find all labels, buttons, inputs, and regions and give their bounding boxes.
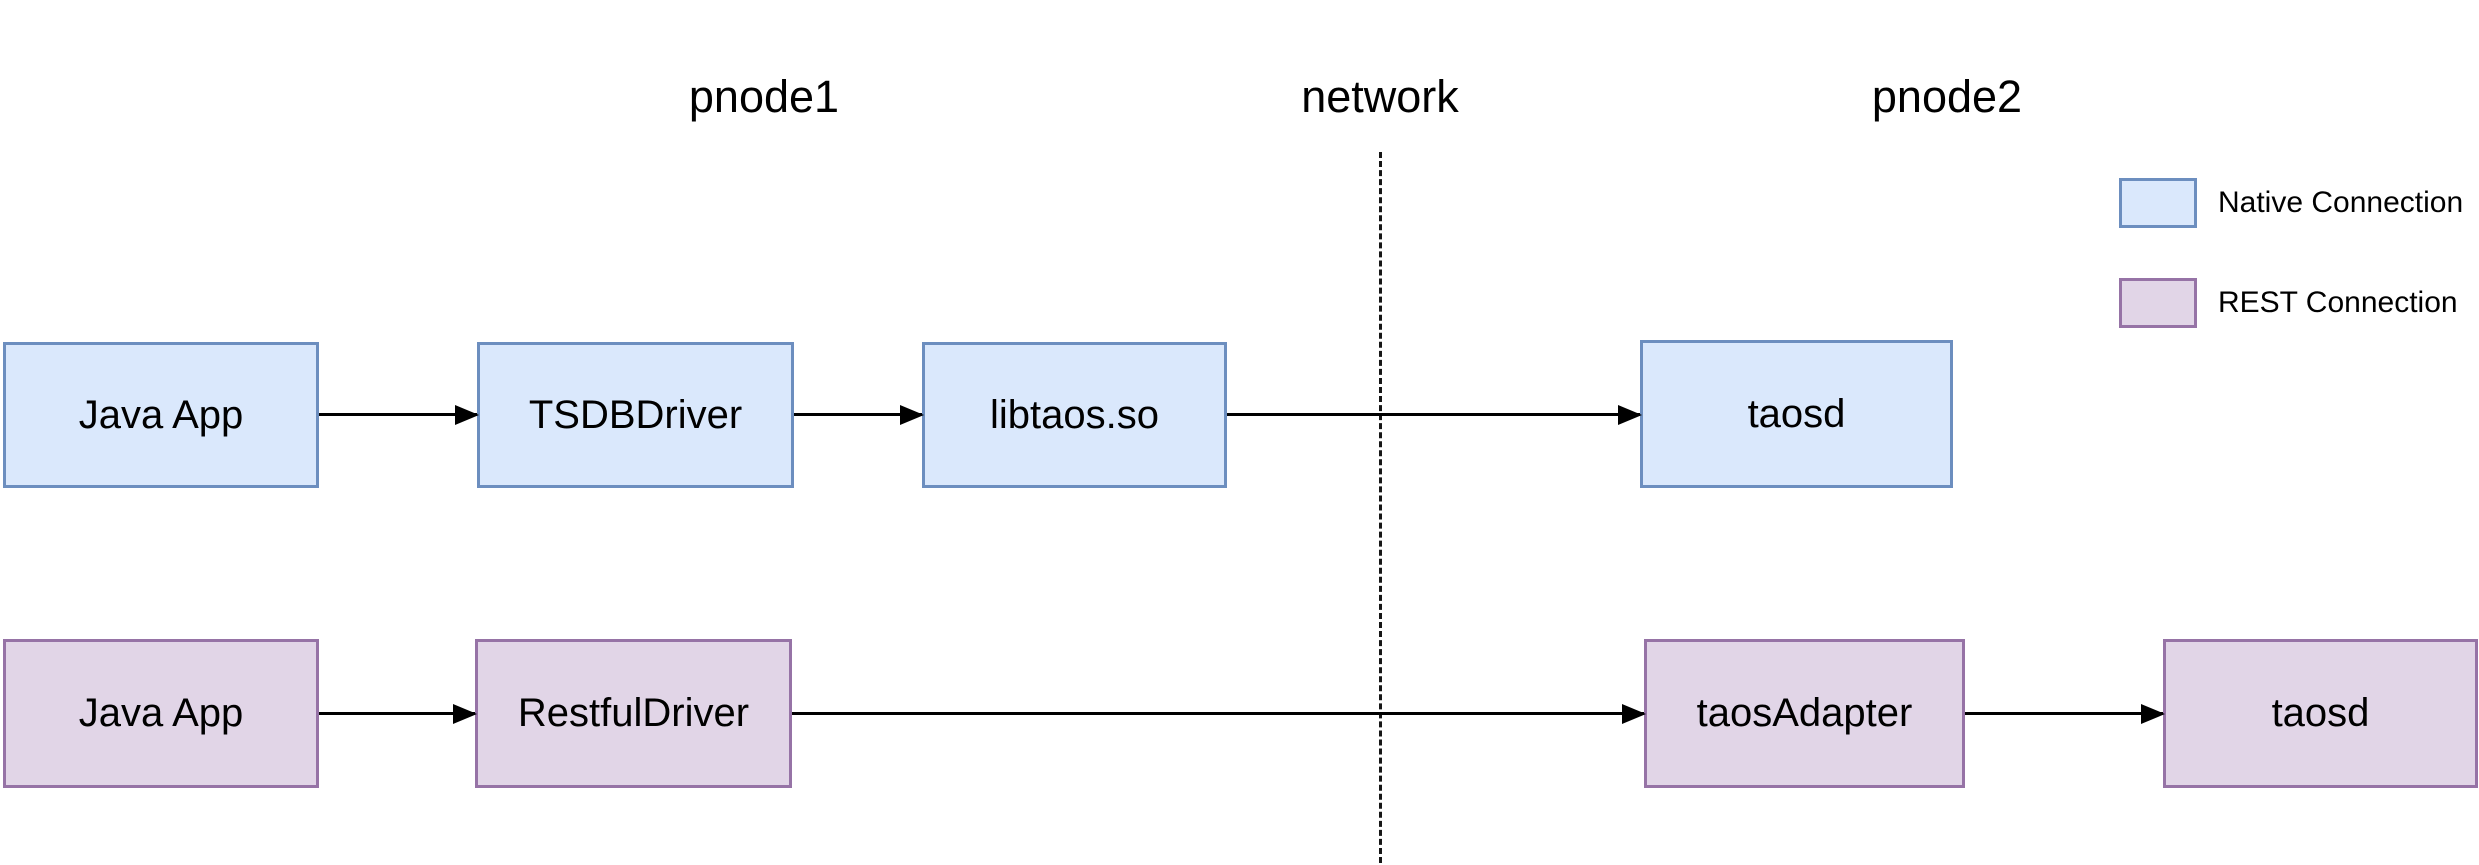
node-java-app-native-label: Java App [78, 392, 244, 437]
node-java-app-rest: Java App [3, 639, 319, 788]
arrow-taosadapter-to-taosd [1965, 712, 2163, 715]
arrow-restfuldriver-to-taosadapter [792, 712, 1644, 715]
node-taosd-rest-label: taosd [2271, 691, 2370, 735]
zone-label-pnode1: pnode1 [688, 71, 840, 122]
node-taosadapter-label: taosAdapter [1696, 691, 1913, 735]
arrow-javaapp-to-restfuldriver [319, 712, 475, 715]
node-taosd-native-label: taosd [1747, 391, 1846, 436]
legend-item-rest: REST Connection [2119, 278, 2458, 328]
zone-label-pnode2: pnode2 [1871, 71, 2023, 122]
node-java-app-rest-label: Java App [78, 691, 244, 735]
node-java-app-native: Java App [3, 342, 319, 488]
node-tsdbdriver: TSDBDriver [477, 342, 794, 488]
legend-label-native: Native Connection [2218, 186, 2464, 219]
network-divider-dashed-line [1379, 152, 1382, 863]
node-libtaos-so-label: libtaos.so [990, 392, 1159, 437]
legend-swatch-rest-icon [2119, 278, 2197, 328]
arrow-libtaos-to-taosd [1227, 413, 1640, 416]
node-restfuldriver-label: RestfulDriver [517, 691, 750, 735]
node-restfuldriver: RestfulDriver [475, 639, 792, 788]
legend-swatch-native-icon [2119, 178, 2197, 228]
zone-label-network: network [1301, 71, 1459, 122]
arrow-javaapp-to-tsdbdriver [319, 413, 477, 416]
node-taosd-rest: taosd [2163, 639, 2478, 788]
node-taosadapter: taosAdapter [1644, 639, 1965, 788]
legend-item-native: Native Connection [2119, 178, 2463, 228]
node-libtaos-so: libtaos.so [922, 342, 1227, 488]
legend-label-rest: REST Connection [2218, 286, 2458, 319]
node-taosd-native: taosd [1640, 340, 1953, 488]
arrow-tsdbdriver-to-libtaos [794, 413, 922, 416]
node-tsdbdriver-label: TSDBDriver [528, 392, 743, 437]
